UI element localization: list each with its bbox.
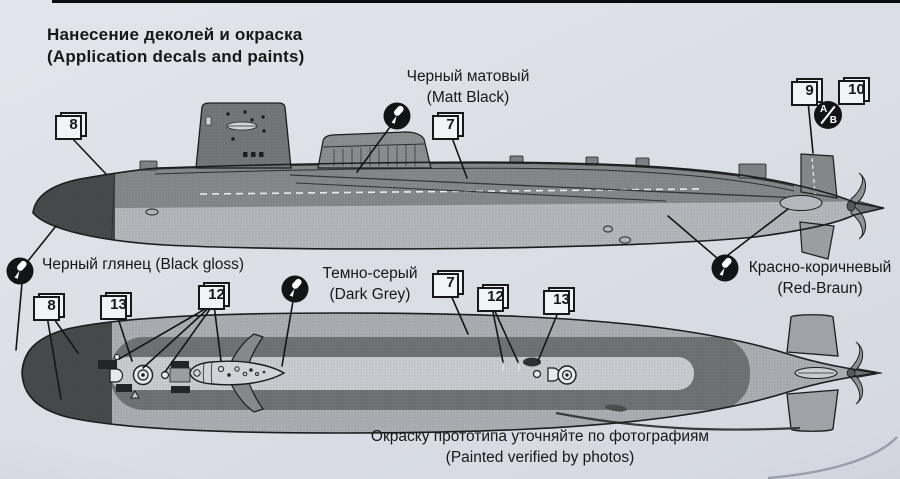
bottom-sub-stern-fin-top — [786, 314, 839, 357]
bottom-sub-deck-details — [98, 354, 577, 399]
bottom-sub-stern-fin-bottom — [786, 389, 839, 432]
callout-number: 9 — [805, 82, 814, 99]
callout-number: 13 — [553, 291, 570, 308]
dark-grey-en: (Dark Grey) — [329, 286, 411, 303]
bottom-sub-sail-plan — [189, 333, 286, 413]
callout-lines — [15, 100, 814, 400]
callout-box-7-bottom: 7 — [432, 270, 464, 298]
callout-number: 7 — [446, 116, 455, 133]
callout-box-8-bottom: 8 — [33, 293, 65, 321]
top-sub-stern — [779, 153, 885, 260]
callout-box-10: 10 — [838, 77, 870, 105]
bottom-sub-stern — [794, 341, 883, 405]
dark-grey-ru: Темно-серый — [322, 265, 418, 282]
paint-brush-icon-black-gloss — [6, 257, 34, 285]
callout-number: 8 — [69, 116, 78, 133]
top-sub-sail — [195, 102, 292, 169]
callout-box-9: 9 — [791, 78, 823, 106]
matt-black-ru: Черный матовый — [406, 68, 530, 85]
callout-box-13-right: 13 — [543, 287, 575, 315]
scan-edge-artifact — [52, 0, 900, 3]
callout-number: 10 — [848, 81, 865, 98]
bottom-sub-towed-cable — [555, 411, 801, 431]
page-title-en: (Application decals and paints) — [47, 47, 305, 66]
matt-black-en: (Matt Black) — [426, 89, 510, 106]
paint-label-black-gloss: Черный глянец (Black gloss) — [42, 256, 245, 273]
page-title: Нанесение деколей и окраска (Application… — [47, 24, 304, 68]
red-braun-ru: Красно-коричневый — [748, 259, 892, 276]
callout-number: 13 — [110, 296, 127, 313]
top-sub-lower-rudder — [799, 221, 835, 260]
paint-brush-icon-red-braun — [711, 254, 739, 282]
callout-box-8-top: 8 — [55, 112, 87, 140]
bottom-sub-fore-plane-bottom — [229, 381, 264, 413]
footer-note-en: (Painted verified by photos) — [445, 449, 635, 466]
red-braun-en: (Red-Braun) — [777, 280, 863, 297]
callout-number: 8 — [47, 297, 56, 314]
top-submarine-side-view — [32, 102, 885, 260]
page-curl-artifact — [767, 436, 898, 479]
callout-box-13-left: 13 — [100, 292, 132, 320]
callout-box-7-top: 7 — [432, 112, 464, 140]
callout-box-12-left: 12 — [198, 282, 230, 310]
callout-box-12-right: 12 — [477, 284, 509, 312]
page-title-ru: Нанесение деколей и окраска — [47, 25, 303, 44]
paint-label-red-braun: Красно-коричневый (Red-Braun) — [735, 257, 900, 299]
paint-brush-icon-dark-grey — [281, 275, 309, 303]
paint-label-matt-black: Черный матовый (Matt Black) — [378, 66, 558, 108]
variant-a-label: A — [820, 104, 828, 115]
callout-number: 12 — [487, 288, 504, 305]
top-sub-upper-rudder — [800, 153, 838, 199]
bottom-sub-fore-plane-top — [229, 333, 264, 365]
variant-b-label: B — [829, 115, 837, 126]
variant-badge-icon: A B — [814, 101, 842, 129]
footer-note: Окраску прототипа уточняйте по фотографи… — [325, 426, 755, 468]
paint-brush-icon-matt-black — [383, 102, 411, 130]
paint-label-dark-grey: Темно-серый (Dark Grey) — [300, 263, 440, 305]
top-sub-missile-casing — [317, 131, 432, 169]
callout-number: 7 — [446, 274, 455, 291]
callout-number: 12 — [208, 286, 225, 303]
footer-note-ru: Окраску прототипа уточняйте по фотографи… — [370, 428, 710, 445]
bottom-submarine-top-view — [21, 312, 883, 434]
